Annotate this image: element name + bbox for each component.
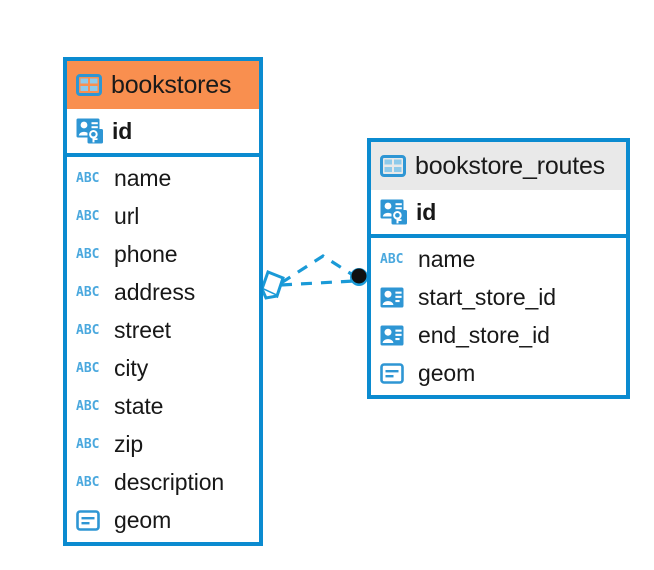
field-row-city[interactable]: ABC city [67, 349, 259, 387]
field-row-zip[interactable]: ABC zip [67, 425, 259, 463]
abc-text-icon: ABC [76, 170, 100, 186]
field-row-primary-key[interactable]: id [371, 190, 626, 234]
field-label-address: address [114, 278, 196, 305]
field-row-address[interactable]: ABC address [67, 273, 259, 311]
field-label-end-store-id: end_store_id [418, 321, 550, 348]
entity-bookstore-routes[interactable]: bookstore_routes id [367, 138, 630, 399]
field-label-name: name [418, 245, 476, 272]
field-row-geom[interactable]: geom [371, 354, 626, 392]
field-list-bookstore-routes: ABC name start_store_id [371, 238, 626, 396]
field-label-name: name [114, 164, 172, 191]
field-list-bookstores: ABC name ABC url ABC phone ABC address A… [67, 157, 259, 543]
field-label-id: id [112, 117, 133, 144]
relationship-source-diamond-icon [260, 270, 285, 300]
field-label-geom: geom [418, 359, 476, 386]
primary-key-icon [380, 199, 408, 225]
field-row-description[interactable]: ABC description [67, 463, 259, 501]
field-row-primary-key[interactable]: id [67, 109, 259, 153]
entity-header-bookstore-routes[interactable]: bookstore_routes [371, 142, 626, 190]
field-row-phone[interactable]: ABC phone [67, 235, 259, 273]
field-row-start-store-id[interactable]: start_store_id [371, 278, 626, 316]
geometry-icon [380, 362, 410, 384]
foreign-key-icon [380, 325, 410, 346]
field-label-state: state [114, 392, 164, 419]
primary-key-divider [67, 153, 259, 157]
entity-title-bookstores: bookstores [111, 70, 232, 99]
abc-text-icon: ABC [76, 398, 100, 414]
abc-text-icon: ABC [76, 284, 100, 300]
geometry-icon [76, 509, 106, 531]
field-label-description: description [114, 468, 225, 495]
field-row-geom[interactable]: geom [67, 501, 259, 539]
abc-text-icon: ABC [76, 474, 100, 490]
entity-bookstores[interactable]: bookstores id [63, 57, 263, 546]
field-row-state[interactable]: ABC state [67, 387, 259, 425]
field-label-street: street [114, 316, 171, 343]
field-label-id: id [416, 198, 437, 225]
field-row-name[interactable]: ABC name [371, 240, 626, 278]
entity-title-bookstore-routes: bookstore_routes [415, 151, 605, 180]
field-label-zip: zip [114, 430, 144, 457]
relationship-line-upper [280, 254, 357, 285]
field-label-start-store-id: start_store_id [418, 283, 556, 310]
relationship-target-circle-icon [350, 268, 368, 286]
table-icon [76, 74, 102, 96]
field-label-url: url [114, 202, 140, 229]
primary-key-icon [76, 118, 104, 144]
abc-text-icon: ABC [76, 360, 100, 376]
field-label-geom: geom [114, 506, 172, 533]
abc-text-icon: ABC [76, 208, 100, 224]
entity-header-bookstores[interactable]: bookstores [67, 61, 259, 109]
abc-text-icon: ABC [76, 436, 100, 452]
foreign-key-icon [380, 287, 410, 308]
relationship-line-lower [280, 279, 355, 287]
field-label-city: city [114, 354, 149, 381]
field-label-phone: phone [114, 240, 178, 267]
field-row-url[interactable]: ABC url [67, 197, 259, 235]
primary-key-divider [371, 234, 626, 238]
field-row-street[interactable]: ABC street [67, 311, 259, 349]
abc-text-icon: ABC [76, 246, 100, 262]
field-row-end-store-id[interactable]: end_store_id [371, 316, 626, 354]
field-row-name[interactable]: ABC name [67, 159, 259, 197]
abc-text-icon: ABC [76, 322, 100, 338]
table-icon [380, 155, 406, 177]
abc-text-icon: ABC [380, 251, 404, 267]
